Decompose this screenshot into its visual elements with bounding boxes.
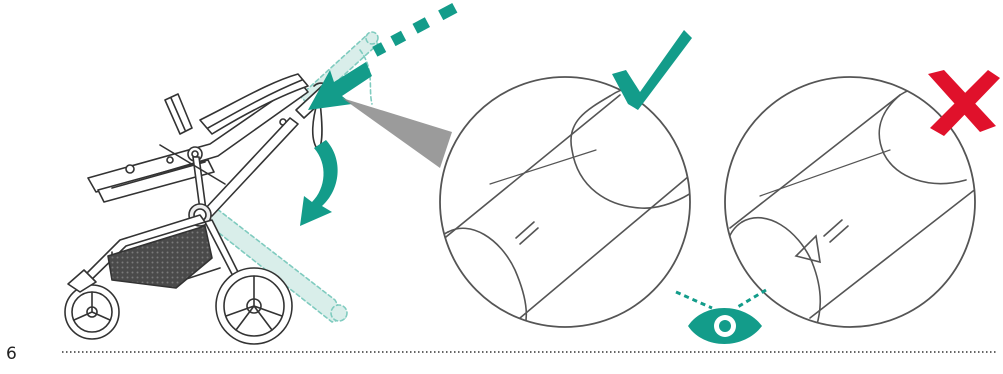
observe-indicator [676, 290, 766, 344]
zoom-wedge [342, 98, 452, 168]
eye-icon [688, 308, 762, 344]
page-number: 6 [6, 344, 17, 364]
cross-mark-icon [928, 70, 1000, 136]
detail-incorrect [725, 70, 1000, 340]
front-wheel [65, 270, 119, 339]
fold-arrow [300, 140, 338, 226]
push-arrow [308, 3, 457, 110]
rear-wheel [216, 268, 292, 344]
